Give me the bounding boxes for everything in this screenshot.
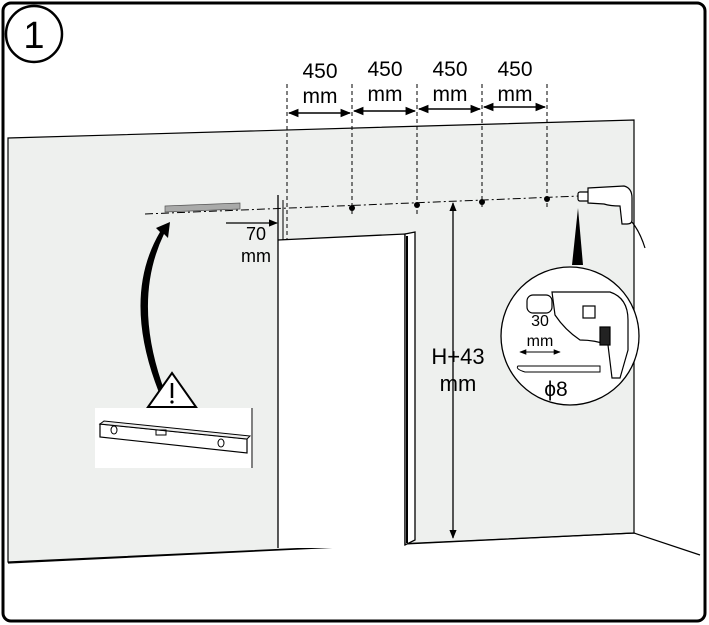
drill-detail-callout: 30 mm ϕ8 <box>500 266 640 406</box>
step-badge <box>4 4 64 64</box>
depth-unit: mm <box>527 333 554 350</box>
spacing-3-value: 450 <box>432 58 467 81</box>
drill-points <box>349 196 550 211</box>
offset-value: 70 <box>246 224 266 244</box>
spirit-level-icon <box>95 408 253 468</box>
spacing-1-value: 450 <box>302 60 337 83</box>
spacing-4-value: 450 <box>497 58 532 81</box>
height-unit: mm <box>440 371 477 396</box>
depth-value: 30 <box>531 313 549 330</box>
detail-pointer <box>572 208 583 265</box>
offset-unit: mm <box>241 246 271 266</box>
curved-arrow <box>140 222 170 400</box>
spacing-2-value: 450 <box>367 58 402 81</box>
spirit-level-on-wall <box>164 202 241 213</box>
warning-icon <box>146 371 198 408</box>
drill-icon <box>577 185 646 249</box>
spacing-1-unit: mm <box>303 85 338 108</box>
spacing-3-unit: mm <box>433 83 468 106</box>
bit-diameter: ϕ8 <box>544 378 567 401</box>
spacing-arrows <box>287 102 547 118</box>
door-opening <box>277 195 416 548</box>
spacing-4-unit: mm <box>498 83 533 106</box>
drill-detail-icon <box>526 291 629 379</box>
spacing-guides <box>286 84 548 240</box>
step-number: 1 <box>23 15 44 57</box>
drill-bit <box>516 365 601 373</box>
spacing-2-unit: mm <box>368 83 403 106</box>
height-value: H+43 <box>431 344 484 369</box>
floor-line <box>7 532 701 564</box>
